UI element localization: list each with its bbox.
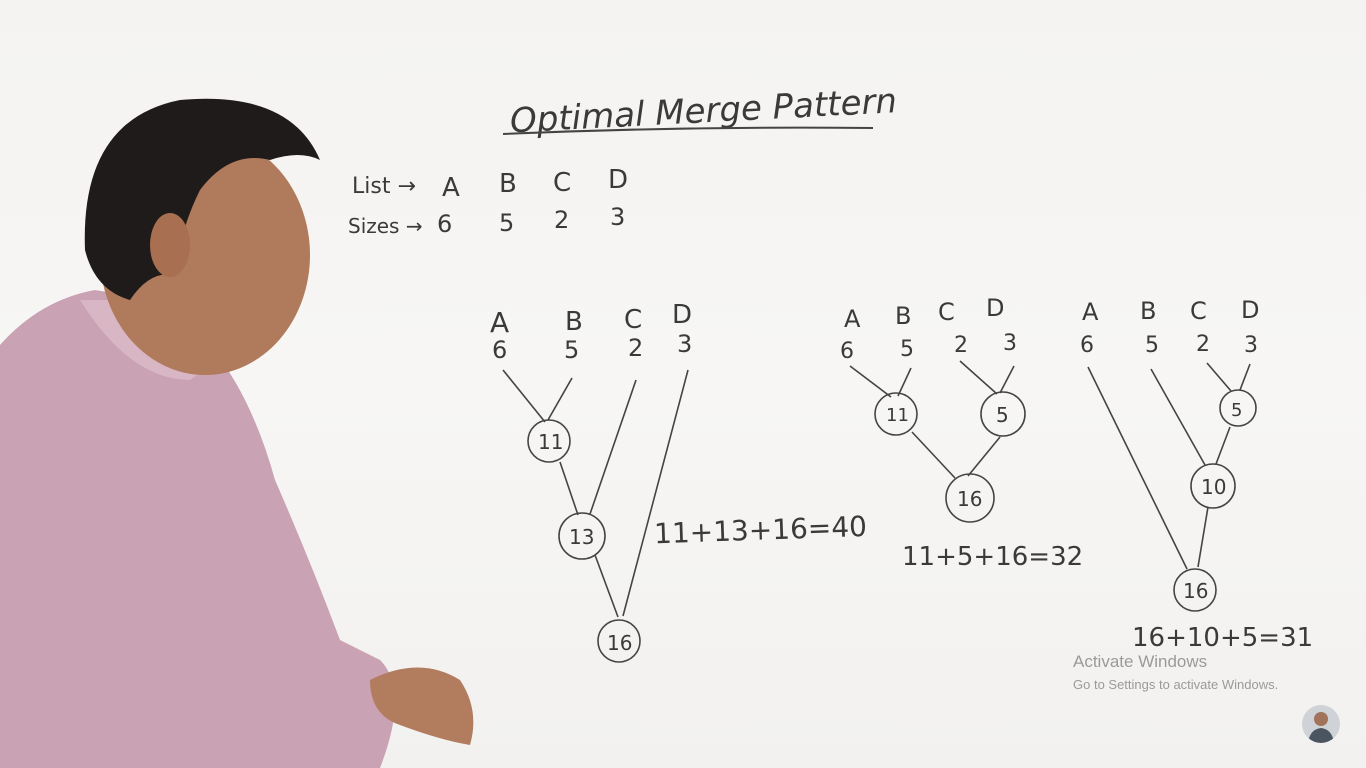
tree1-node-1: 11 — [538, 430, 563, 454]
tree3-node-1: 5 — [1231, 400, 1242, 421]
tree3-cost: 16+10+5=31 — [1132, 623, 1313, 653]
merge-tree-1 — [502, 369, 689, 663]
size-c: 2 — [554, 206, 569, 234]
tree3-size-c: 2 — [1196, 332, 1210, 357]
avatar-icon — [1308, 712, 1334, 743]
tree3-file-a: A — [1082, 298, 1099, 326]
tree2-file-c: C — [938, 298, 955, 326]
tree3-file-b: B — [1140, 297, 1156, 325]
tree1-file-d: D — [672, 300, 692, 330]
sizes-label: Sizes → — [348, 214, 423, 238]
tree3-file-c: C — [1190, 297, 1207, 325]
size-a: 6 — [437, 210, 452, 238]
tree2-cost: 11+5+16=32 — [902, 542, 1083, 572]
list-label: List → — [352, 174, 416, 199]
merge-tree-2 — [849, 360, 1026, 523]
tree1-size-a: 6 — [492, 336, 507, 364]
tree2-node-2: 5 — [996, 403, 1009, 427]
tree2-file-b: B — [895, 302, 911, 330]
activate-windows-title: Activate Windows — [1073, 652, 1208, 671]
tree1-size-d: 3 — [677, 330, 692, 358]
tree3-size-a: 6 — [1080, 333, 1094, 358]
tree1-node-3: 16 — [607, 631, 632, 655]
size-b: 5 — [499, 209, 514, 237]
channel-avatar[interactable] — [1302, 705, 1340, 743]
tree3-size-b: 5 — [1145, 333, 1159, 358]
tree1-size-b: 5 — [564, 336, 579, 364]
tree2-size-b: 5 — [900, 337, 914, 362]
tree1-file-c: C — [624, 305, 642, 335]
list-file-c: C — [553, 168, 571, 198]
tree3-node-3: 16 — [1183, 579, 1208, 603]
activate-windows-subtitle: Go to Settings to activate Windows. — [1073, 677, 1279, 692]
tree1-file-b: B — [565, 307, 583, 337]
tree1-cost: 11+13+16=40 — [654, 510, 868, 550]
merge-tree-3 — [1087, 362, 1257, 612]
tree2-file-a: A — [844, 305, 861, 333]
tree3-node-2: 10 — [1201, 475, 1226, 499]
tree2-node-1: 11 — [886, 405, 909, 426]
tree2-size-a: 6 — [840, 339, 854, 364]
presenter — [0, 98, 474, 768]
tree1-file-a: A — [490, 306, 509, 339]
tree2-node-3: 16 — [957, 487, 982, 511]
tree1-node-2: 13 — [569, 525, 594, 549]
title-underline — [502, 126, 874, 135]
tree2-size-c: 2 — [954, 333, 968, 358]
tree3-size-d: 3 — [1244, 333, 1258, 358]
size-d: 3 — [610, 203, 625, 231]
tree2-file-d: D — [986, 294, 1004, 322]
tree1-size-c: 2 — [628, 334, 643, 362]
list-file-d: D — [608, 165, 628, 195]
list-file-a: A — [442, 173, 460, 203]
tree2-size-d: 3 — [1003, 331, 1017, 356]
tree3-file-d: D — [1241, 296, 1259, 324]
list-file-b: B — [499, 169, 517, 199]
